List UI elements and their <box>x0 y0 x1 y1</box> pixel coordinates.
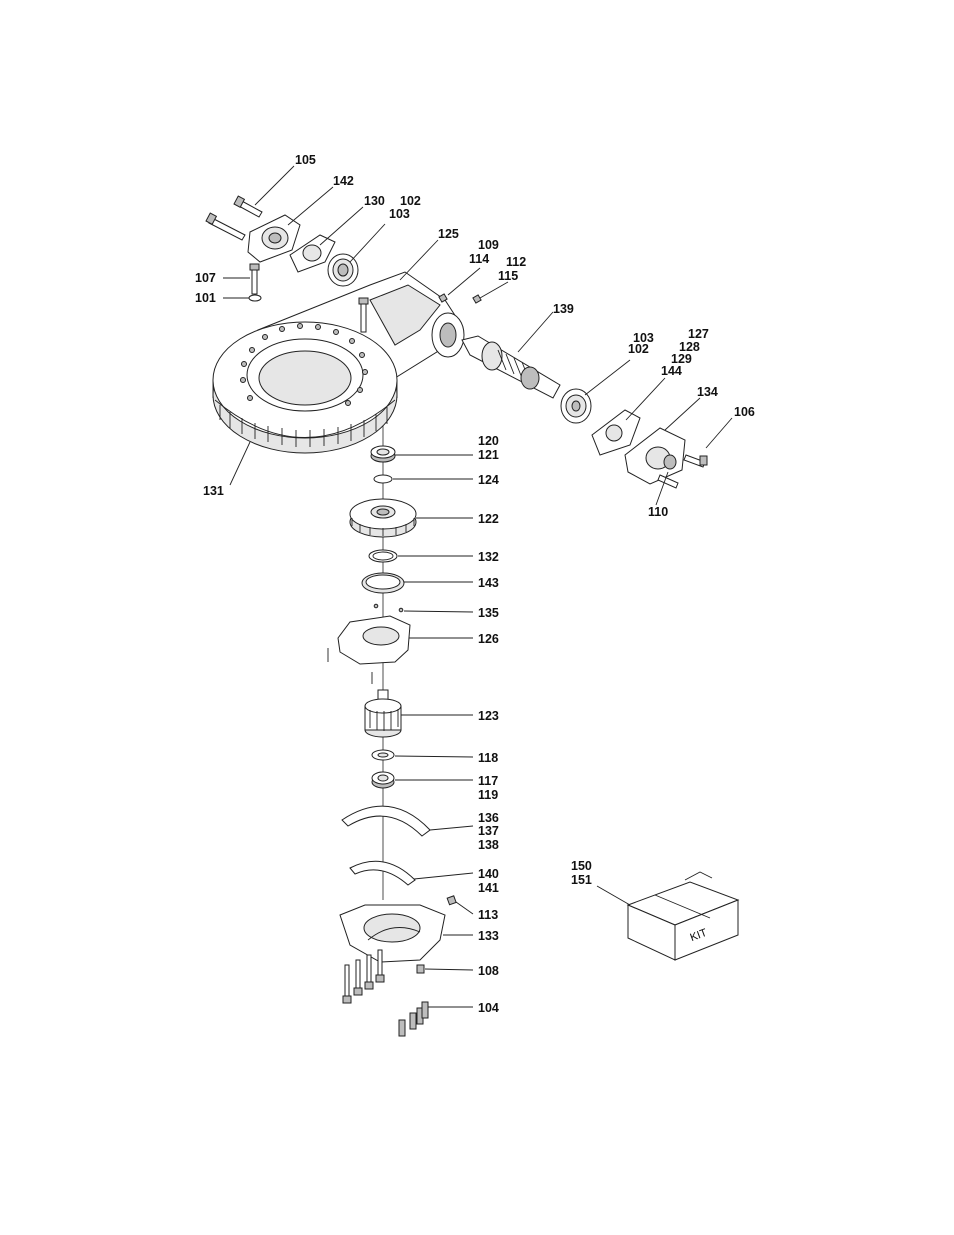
callout-102-right: 102 <box>628 342 649 356</box>
flange-cap-142 <box>247 214 301 263</box>
base-housing-133 <box>339 904 446 963</box>
gear-122 <box>349 498 417 538</box>
callout-127: 127 <box>688 327 709 341</box>
bolts-housing <box>342 949 385 1004</box>
washer-101 <box>248 294 262 302</box>
gasket-144 <box>591 409 641 456</box>
callout-108: 108 <box>478 964 499 978</box>
pinion-123 <box>364 689 402 738</box>
fitting-109-114 <box>438 293 448 303</box>
callout-142: 142 <box>333 174 354 188</box>
callout-120: 120 <box>478 434 499 448</box>
callout-114: 114 <box>469 252 489 266</box>
bolt-107 <box>249 263 260 295</box>
kit-box-icon: KIT <box>626 871 740 961</box>
callout-118: 118 <box>478 751 498 765</box>
callout-113: 113 <box>478 908 498 922</box>
gasket-130 <box>289 234 336 273</box>
kit-label: KIT <box>689 927 709 944</box>
callout-129: 129 <box>671 352 692 366</box>
callout-123: 123 <box>478 709 499 723</box>
callout-126: 126 <box>478 632 499 646</box>
callout-110: 110 <box>648 505 668 519</box>
callout-151: 151 <box>571 873 592 887</box>
fitting-112-115 <box>472 294 482 304</box>
callout-144: 144 <box>661 364 682 378</box>
washer-124 <box>373 474 393 484</box>
callout-140: 140 <box>478 867 499 881</box>
callout-134: 134 <box>697 385 718 399</box>
callout-122: 122 <box>478 512 499 526</box>
leader-lines <box>223 165 733 1008</box>
worm-shaft-139 <box>461 335 561 399</box>
callout-124: 124 <box>478 473 499 487</box>
callout-labels: 105 142 130 102 103 125 109 114 112 115 … <box>195 153 755 1015</box>
end-cap-134 <box>624 427 686 485</box>
callout-105: 105 <box>295 153 316 167</box>
plug-108 <box>416 964 425 974</box>
shim-136-138 <box>341 805 431 837</box>
carrier-plate-126 <box>327 615 411 684</box>
callout-138: 138 <box>478 838 499 852</box>
bearing-120-121 <box>370 445 396 463</box>
callout-119: 119 <box>478 788 498 802</box>
shim-140-141 <box>349 860 416 886</box>
bolt-105 <box>205 195 263 241</box>
callout-115: 115 <box>498 269 518 283</box>
callout-121: 121 <box>478 448 499 462</box>
callout-141: 141 <box>478 881 499 895</box>
callout-117: 117 <box>478 774 498 788</box>
bolts-104 <box>398 1001 429 1037</box>
callout-103-right: 103 <box>633 331 654 345</box>
bolt-arm <box>358 297 369 333</box>
callout-131: 131 <box>203 484 224 498</box>
pin-135 <box>398 607 404 613</box>
callout-137: 137 <box>478 824 499 838</box>
callout-125: 125 <box>438 227 459 241</box>
callout-112: 112 <box>506 255 526 269</box>
callout-104: 104 <box>478 1001 499 1015</box>
ring-gear-housing <box>212 271 465 454</box>
callout-103: 103 <box>389 207 410 221</box>
callout-135: 135 <box>478 606 499 620</box>
callout-106: 106 <box>734 405 755 419</box>
bolt-106 <box>657 454 708 489</box>
callout-130: 130 <box>364 194 385 208</box>
callout-102: 102 <box>400 194 421 208</box>
callout-133: 133 <box>478 929 499 943</box>
callout-109: 109 <box>478 238 499 252</box>
callout-136: 136 <box>478 811 499 825</box>
bearing-right <box>560 388 592 424</box>
callout-143: 143 <box>478 576 499 590</box>
ring-143 <box>361 572 405 594</box>
callout-132: 132 <box>478 550 499 564</box>
callout-101: 101 <box>195 291 216 305</box>
callout-139: 139 <box>553 302 574 316</box>
callout-107: 107 <box>195 271 216 285</box>
bearing-117-119 <box>371 771 395 789</box>
callout-128: 128 <box>679 340 700 354</box>
plug-113 <box>446 895 457 906</box>
callout-150: 150 <box>571 859 592 873</box>
